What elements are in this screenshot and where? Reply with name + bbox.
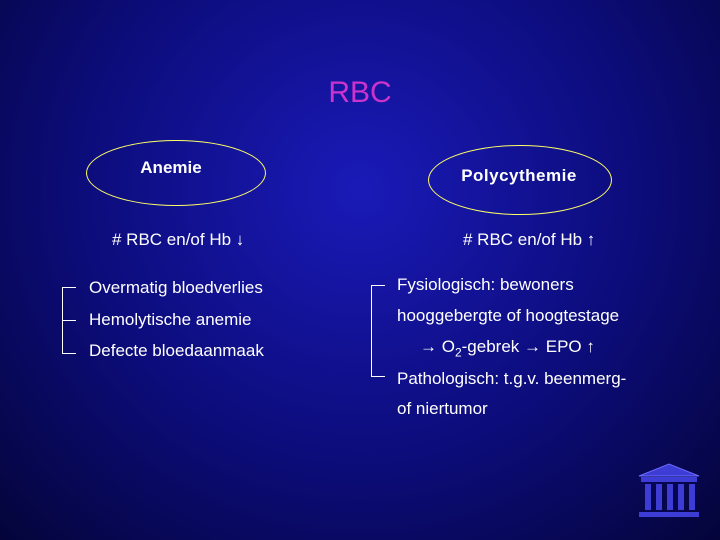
temple-icon	[638, 463, 700, 517]
anemie-bracket	[62, 287, 76, 354]
anemie-item-2: Hemolytische anemie	[89, 310, 252, 329]
o2-subscript: 2	[454, 345, 462, 360]
polycythemie-bracket	[371, 285, 385, 377]
polycythemie-item-2: hooggebergte of hoogtestage	[397, 306, 620, 325]
anemie-subheading: # RBC en/of Hb ↓	[112, 230, 245, 249]
polycythemie-item-3: → O2-gebrek → EPO ↑	[420, 337, 595, 359]
polycythemie-item-5: of niertumor	[397, 399, 488, 418]
anemie-item-1: Overmatig bloedverlies	[89, 278, 263, 297]
polycythemie-ellipse	[428, 145, 612, 215]
gebrek-epo-label: -gebrek → EPO ↑	[461, 337, 595, 356]
polycythemie-heading: Polycythemie	[461, 166, 577, 185]
slide-title: RBC	[328, 76, 392, 109]
anemie-heading: Anemie	[140, 158, 202, 177]
arrow-o-label: → O	[420, 337, 455, 356]
polycythemie-item-4: Pathologisch: t.g.v. beenmerg-	[397, 369, 627, 388]
anemie-item-3: Defecte bloedaanmaak	[89, 341, 264, 360]
anemie-ellipse	[86, 140, 266, 206]
polycythemie-subheading: # RBC en/of Hb ↑	[463, 230, 596, 249]
polycythemie-item-1: Fysiologisch: bewoners	[397, 275, 574, 294]
